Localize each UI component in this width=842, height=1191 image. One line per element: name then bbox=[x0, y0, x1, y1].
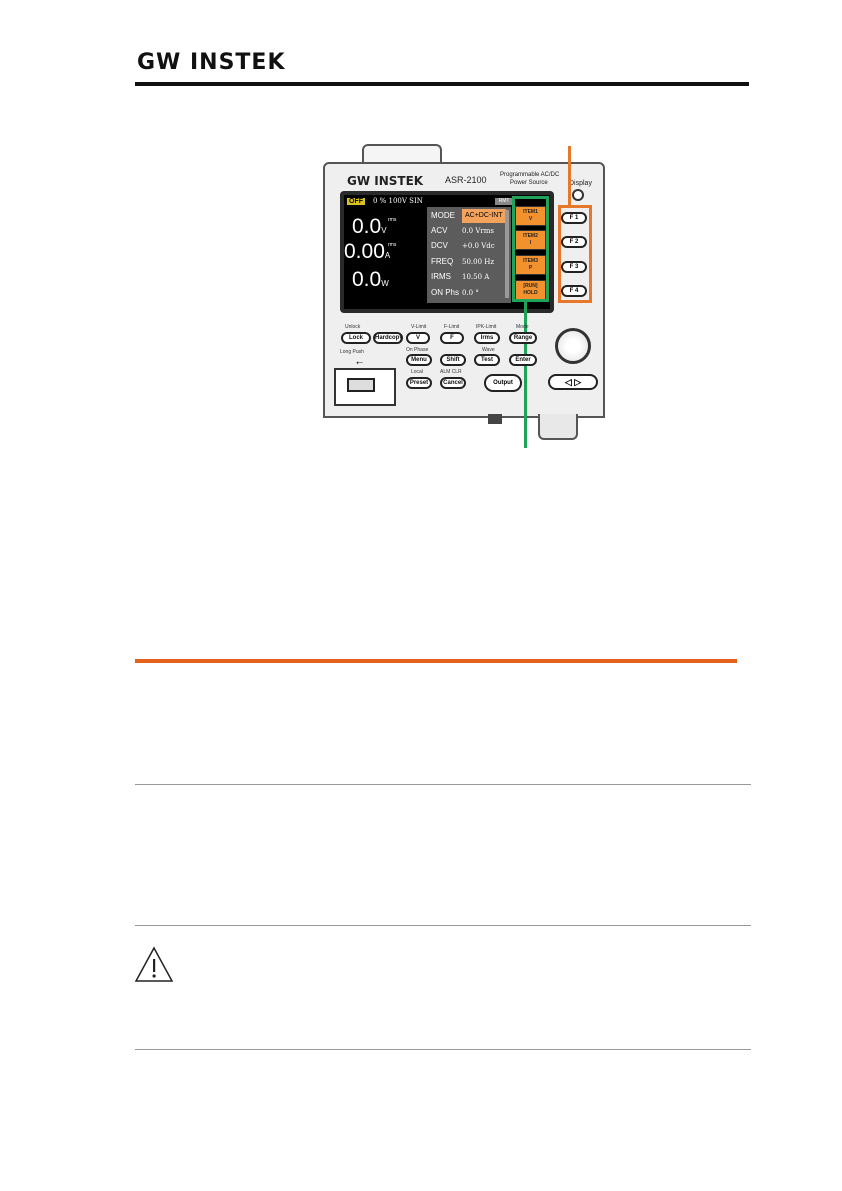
range-caption: Mode bbox=[516, 324, 529, 330]
param-key: ACV bbox=[431, 226, 448, 235]
preset-button[interactable]: Preset bbox=[406, 377, 432, 389]
display-button-label: Display bbox=[569, 180, 592, 187]
item2-softkey[interactable]: ITEM2 I bbox=[515, 230, 546, 250]
power-value: 0.0 bbox=[352, 268, 382, 291]
current-unit: A bbox=[384, 251, 391, 260]
param-key: MODE bbox=[431, 211, 455, 220]
power-unit: W bbox=[381, 279, 389, 288]
scroll-wheel[interactable] bbox=[555, 328, 591, 364]
param-value: 0.0 ° bbox=[462, 289, 479, 297]
voltage-rms-tag: rms bbox=[388, 217, 397, 223]
arrow-keys[interactable]: ◁ ▷ bbox=[548, 374, 598, 390]
section-rule bbox=[135, 659, 737, 663]
voltage-unit: V bbox=[381, 226, 387, 235]
divider-2 bbox=[135, 925, 751, 926]
power-readout: 0.0W bbox=[352, 268, 389, 292]
irms-caption: IPK-Limit bbox=[476, 324, 497, 330]
device-handle bbox=[362, 144, 442, 164]
device-model: ASR-2100 bbox=[445, 175, 487, 185]
lock-caption: Unlock bbox=[345, 324, 361, 330]
f-caption: F-Limit bbox=[444, 324, 460, 330]
param-value: +0.0 Vdc bbox=[462, 242, 495, 250]
usb-caption: Long Push bbox=[340, 349, 364, 355]
current-readout: 0.00A rms bbox=[344, 240, 396, 264]
device-description-line2: Power Source bbox=[510, 180, 548, 186]
param-row-freq: FREQ 50.00 Hz bbox=[431, 255, 511, 269]
softkey-label: ITEM2 bbox=[523, 233, 538, 239]
usb-port[interactable] bbox=[347, 378, 375, 392]
enter-button[interactable]: Enter bbox=[509, 354, 537, 366]
param-row-dcv: DCV +0.0 Vdc bbox=[431, 239, 511, 253]
current-value: 0.00 bbox=[344, 240, 385, 263]
test-button[interactable]: Test bbox=[474, 354, 500, 366]
softkey-label: ITEM3 bbox=[523, 258, 538, 264]
device-foot bbox=[538, 414, 578, 440]
softkeys-callout-box bbox=[512, 196, 549, 302]
softkey-sublabel: HOLD bbox=[523, 290, 538, 296]
voltage-value: 0.0 bbox=[352, 215, 382, 238]
softkey-sublabel: V bbox=[528, 216, 533, 222]
param-value: 50.00 Hz bbox=[462, 258, 495, 266]
function-keys-callout-line bbox=[568, 146, 571, 206]
softkey-label: ITEM1 bbox=[523, 209, 538, 215]
lock-button[interactable]: Lock bbox=[341, 332, 371, 344]
display-button[interactable] bbox=[572, 189, 584, 201]
parameter-panel: MODE AC+DC-INT ACV 0.0 Vrms DCV +0.0 Vdc… bbox=[427, 207, 511, 303]
softkeys-callout-line bbox=[524, 302, 527, 448]
status-text: 0 % 100V SIN bbox=[372, 197, 423, 205]
f-button[interactable]: F bbox=[440, 332, 464, 344]
menu-button[interactable]: Menu bbox=[406, 354, 432, 366]
v-button[interactable]: V bbox=[406, 332, 430, 344]
device-foot-small bbox=[488, 414, 502, 424]
device-description-line1: Programmable AC/DC bbox=[500, 172, 560, 178]
item3-softkey[interactable]: ITEM3 P bbox=[515, 255, 546, 275]
brand-logo: GW INSTEK bbox=[137, 50, 286, 75]
param-row-mode: MODE AC+DC-INT bbox=[431, 209, 511, 223]
usb-icon: ⭠ bbox=[356, 357, 364, 367]
test-caption: Wave bbox=[482, 347, 495, 353]
param-value-selected: AC+DC-INT bbox=[462, 209, 506, 223]
param-value: 0.0 Vrms bbox=[462, 227, 494, 235]
irms-button[interactable]: Irms bbox=[474, 332, 500, 344]
shift-button[interactable]: Shift bbox=[440, 354, 466, 366]
scrollbar bbox=[505, 210, 509, 298]
cancel-caption: ALM CLR bbox=[440, 369, 462, 375]
f2-key[interactable]: F 2 bbox=[561, 236, 587, 248]
softkey-sublabel: I bbox=[529, 240, 532, 246]
function-keys-callout-box bbox=[558, 205, 592, 303]
f3-key[interactable]: F 3 bbox=[561, 261, 587, 273]
header-rule bbox=[135, 82, 749, 86]
param-key: IRMS bbox=[431, 272, 451, 281]
param-row-irms: IRMS 10.50 A bbox=[431, 270, 511, 284]
output-button[interactable]: Output bbox=[484, 374, 522, 392]
softkey-label: [RUN] bbox=[523, 283, 538, 289]
param-key: ON Phs bbox=[431, 288, 460, 297]
voltage-readout: 0.0V rms bbox=[352, 215, 396, 239]
divider-3 bbox=[135, 1049, 751, 1050]
menu-caption: On Phase bbox=[406, 347, 429, 353]
status-bar: OFF 0 % 100V SIN bbox=[347, 197, 517, 207]
preset-caption: Local bbox=[411, 369, 423, 375]
param-key: DCV bbox=[431, 241, 448, 250]
param-key: FREQ bbox=[431, 257, 454, 266]
f1-key[interactable]: F 1 bbox=[561, 212, 587, 224]
param-row-acv: ACV 0.0 Vrms bbox=[431, 224, 511, 238]
output-state-badge: OFF bbox=[347, 198, 365, 205]
f4-key[interactable]: F 4 bbox=[561, 285, 587, 297]
divider-1 bbox=[135, 784, 751, 785]
v-caption: V-Limit bbox=[411, 324, 427, 330]
softkey-sublabel: P bbox=[528, 265, 533, 271]
caution-icon bbox=[134, 946, 174, 982]
device-brand: GW INSTEK bbox=[347, 174, 424, 188]
cancel-button[interactable]: Cancel bbox=[440, 377, 466, 389]
remote-badge: RMT bbox=[495, 198, 513, 205]
param-row-on-phase: ON Phs 0.0 ° bbox=[431, 286, 511, 300]
range-button[interactable]: Range bbox=[509, 332, 537, 344]
hardcopy-button[interactable]: Hardcopy bbox=[373, 332, 403, 344]
current-rms-tag: rms bbox=[388, 242, 397, 248]
param-value: 10.50 A bbox=[462, 273, 490, 281]
item1-softkey[interactable]: ITEM1 V bbox=[515, 206, 546, 226]
